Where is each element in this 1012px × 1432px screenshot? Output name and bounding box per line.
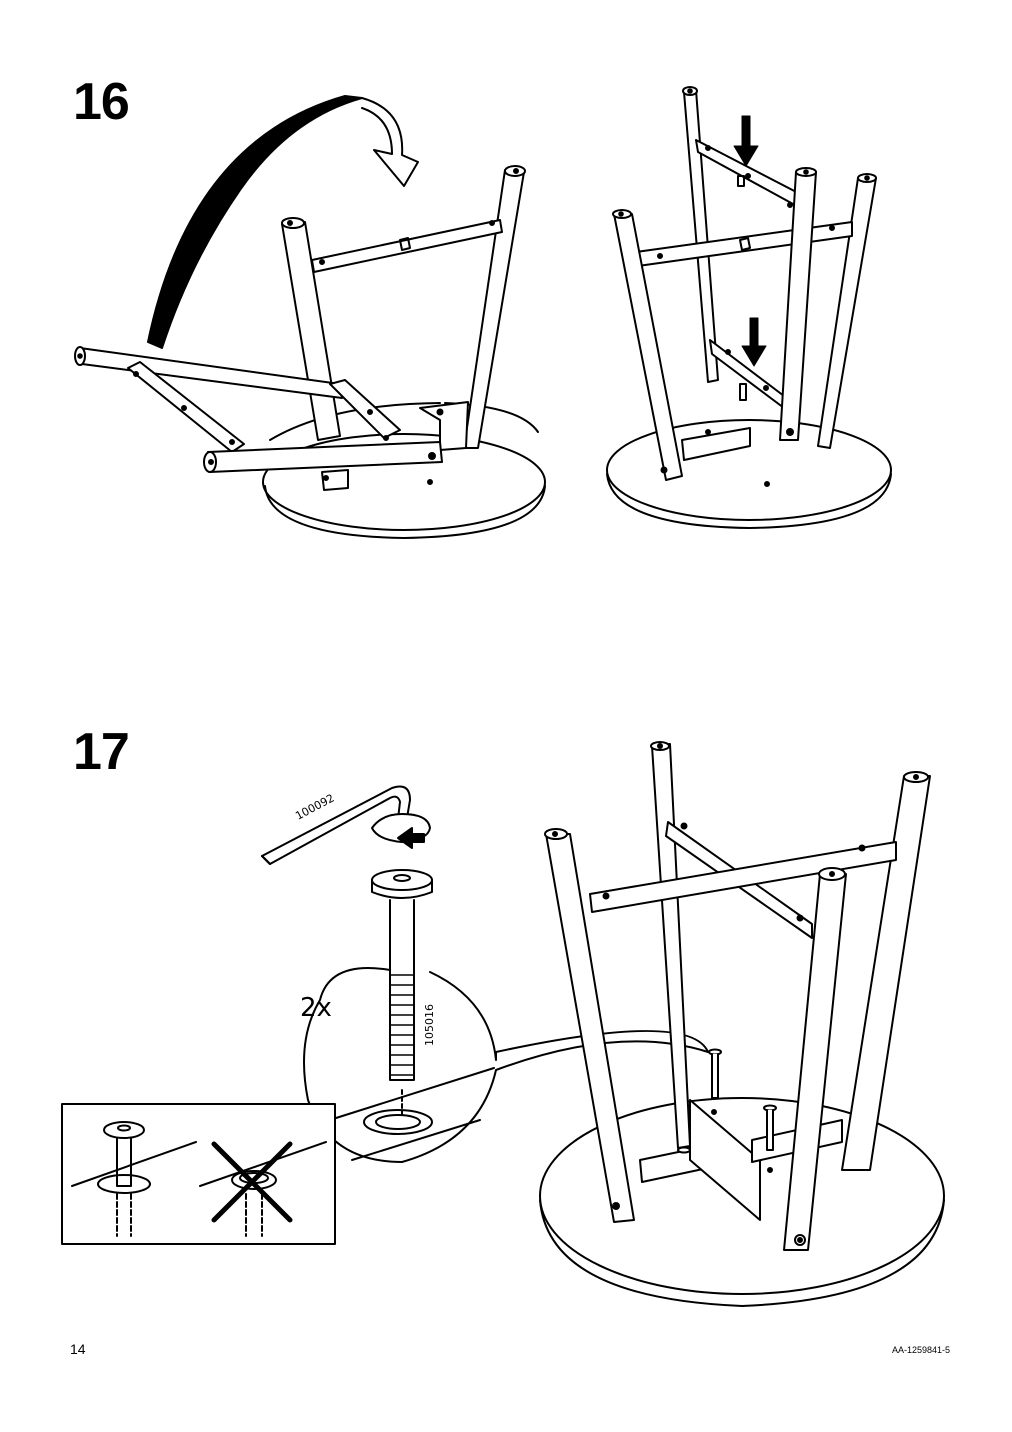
- curved-flip-arrow-head: [361, 97, 419, 187]
- down-arrow-icon: [741, 317, 767, 367]
- down-arrow-icon: [733, 115, 759, 167]
- curved-flip-arrow-icon: [147, 95, 363, 349]
- quantity-label: 2x: [300, 993, 332, 1023]
- page-number: 14: [70, 1341, 86, 1357]
- bolt-code-label: 105016: [423, 1004, 436, 1046]
- step-16-left-drawing: [74, 95, 546, 539]
- lying-frame-left: [74, 346, 443, 491]
- round-seat-left: [262, 402, 546, 539]
- step-17-number: 17: [73, 723, 130, 781]
- step-16-right-drawing: [606, 86, 892, 529]
- step-16-number: 16: [73, 73, 130, 131]
- document-code: AA-1259841-5: [891, 1345, 950, 1355]
- step-17-drawing: [61, 741, 945, 1307]
- cross-icon: [211, 1141, 293, 1223]
- allen-key-code-label: 100092: [293, 791, 336, 822]
- bolt-105016: [371, 869, 433, 1081]
- inset-correct-wrong: [61, 1103, 336, 1245]
- stool-assembly: [539, 741, 945, 1307]
